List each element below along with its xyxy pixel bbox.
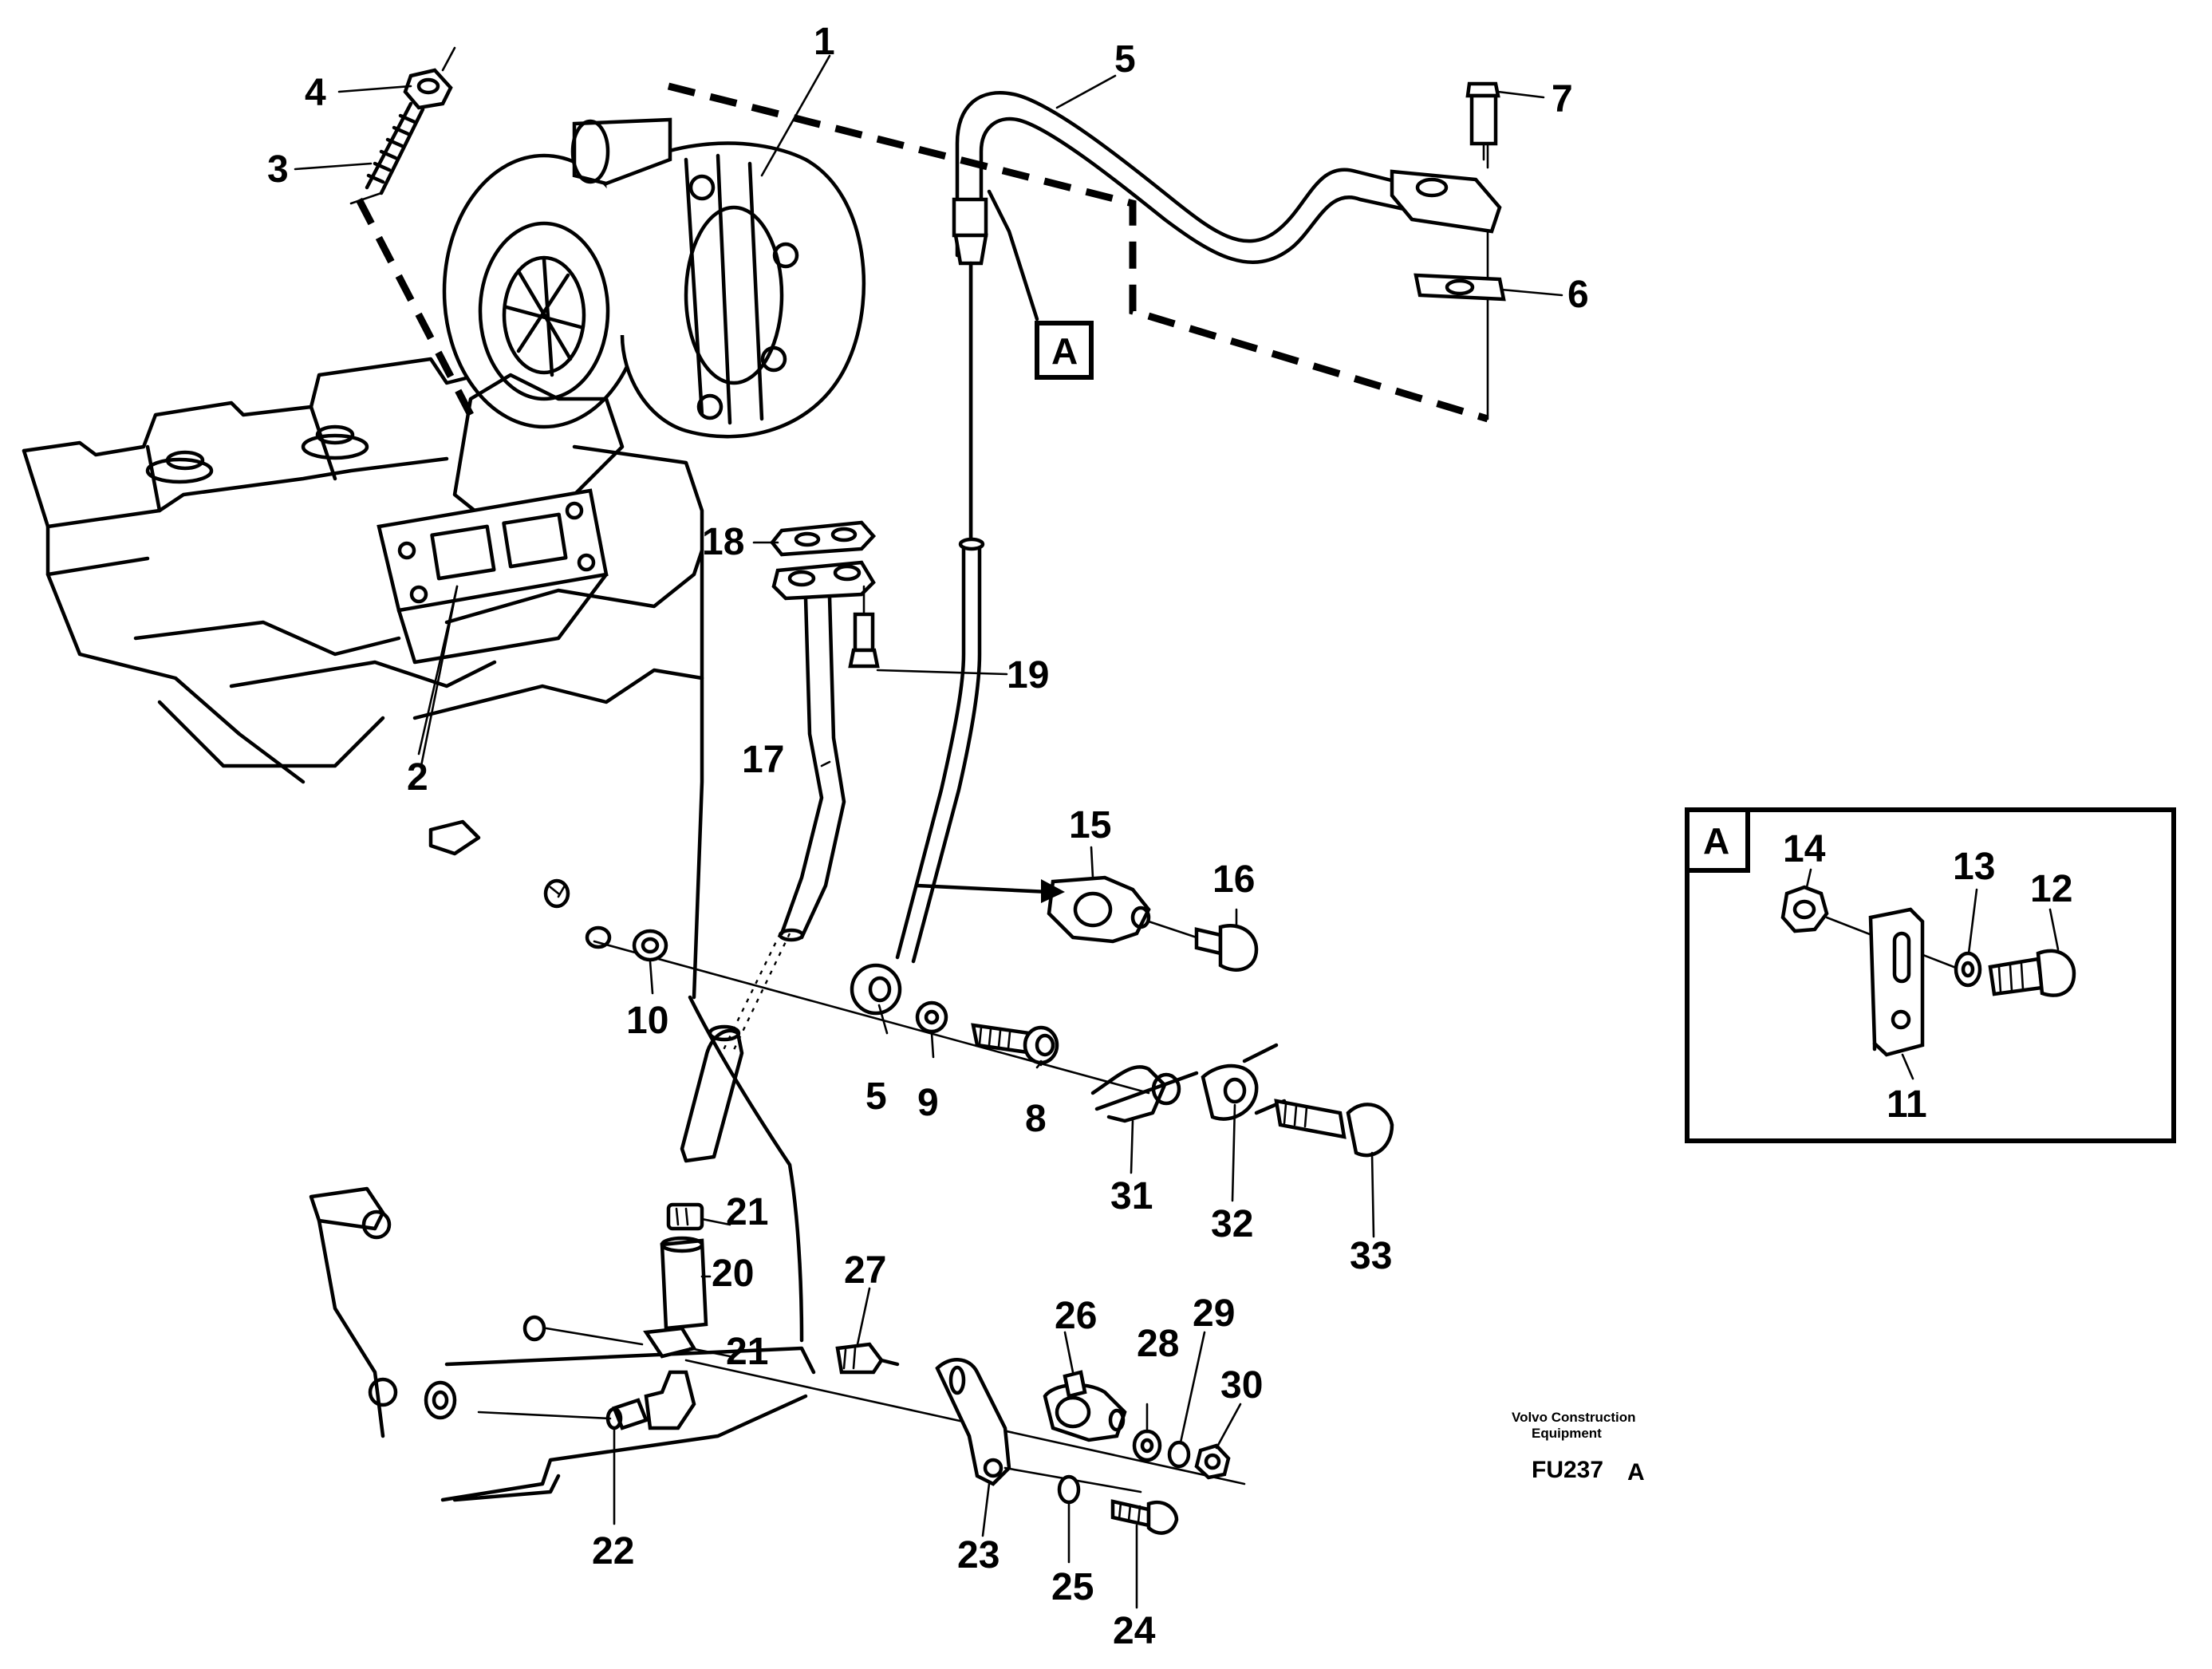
callout-29: 29 xyxy=(1193,1292,1235,1335)
stud-and-nut xyxy=(349,46,456,205)
brand-line-1: Volvo Construction xyxy=(1512,1410,1636,1425)
callout-1: 1 xyxy=(814,21,835,63)
pipe-union-bolt xyxy=(543,878,1394,1158)
callout-26: 26 xyxy=(1055,1295,1097,1337)
callout-21-top: 21 xyxy=(726,1191,768,1233)
callout-20: 20 xyxy=(712,1253,754,1295)
callout-4: 4 xyxy=(305,72,326,114)
oil-feed-pipe xyxy=(850,91,1502,1016)
drawing-code-suffix: A xyxy=(1627,1459,1645,1486)
callout-25: 25 xyxy=(1051,1566,1094,1608)
turbocharger xyxy=(442,117,866,529)
callout-11: 11 xyxy=(1887,1083,1927,1126)
pipe-clamp xyxy=(915,875,1259,972)
callout-30: 30 xyxy=(1220,1364,1263,1407)
callout-15: 15 xyxy=(1069,804,1111,846)
bracket-assembly xyxy=(684,1342,1246,1535)
detail-marker-a xyxy=(987,189,1094,380)
callout-19: 19 xyxy=(1007,654,1049,696)
callout-14: 14 xyxy=(1783,828,1826,870)
detail-box-a xyxy=(1685,807,2176,1143)
lower-hose-assembly xyxy=(424,1024,744,1525)
callout-18: 18 xyxy=(702,521,744,563)
callout-28: 28 xyxy=(1137,1323,1179,1365)
callout-22: 22 xyxy=(592,1530,634,1572)
callout-3: 3 xyxy=(267,148,289,191)
callout-10: 10 xyxy=(626,1000,668,1042)
flange-gasket-and-bolt xyxy=(1414,81,1506,302)
callout-5-bottom: 5 xyxy=(865,1075,887,1118)
callout-8: 8 xyxy=(1025,1098,1047,1140)
callout-labels: 1 5 7 4 3 6 18 19 2 17 15 16 10 5 9 8 31… xyxy=(267,21,2072,1652)
callout-24: 24 xyxy=(1113,1610,1156,1652)
callout-12: 12 xyxy=(2030,868,2072,910)
detail-box-letter: A xyxy=(1703,820,1729,862)
callout-6: 6 xyxy=(1567,274,1589,316)
callout-21-bottom: 21 xyxy=(726,1331,768,1373)
callout-31: 31 xyxy=(1110,1175,1153,1217)
callout-5-top: 5 xyxy=(1114,38,1136,81)
leader-lines xyxy=(294,54,2060,1609)
callout-16: 16 xyxy=(1212,858,1255,901)
drawing-code: FU237 xyxy=(1532,1457,1603,1483)
callout-32: 32 xyxy=(1211,1203,1253,1245)
exhaust-gasket xyxy=(377,488,609,756)
engine-block xyxy=(22,357,816,1502)
brand-line-2: Equipment xyxy=(1532,1426,1602,1441)
callout-27: 27 xyxy=(844,1249,886,1292)
callout-17: 17 xyxy=(742,739,784,781)
callout-2: 2 xyxy=(407,756,428,799)
callout-23: 23 xyxy=(957,1534,1000,1576)
callout-33: 33 xyxy=(1350,1235,1392,1277)
callout-13: 13 xyxy=(1953,846,1995,888)
drain-pipe-assembly xyxy=(770,520,880,942)
callout-7: 7 xyxy=(1552,78,1573,120)
callout-9: 9 xyxy=(917,1082,939,1124)
detail-marker-letter: A xyxy=(1051,330,1078,372)
